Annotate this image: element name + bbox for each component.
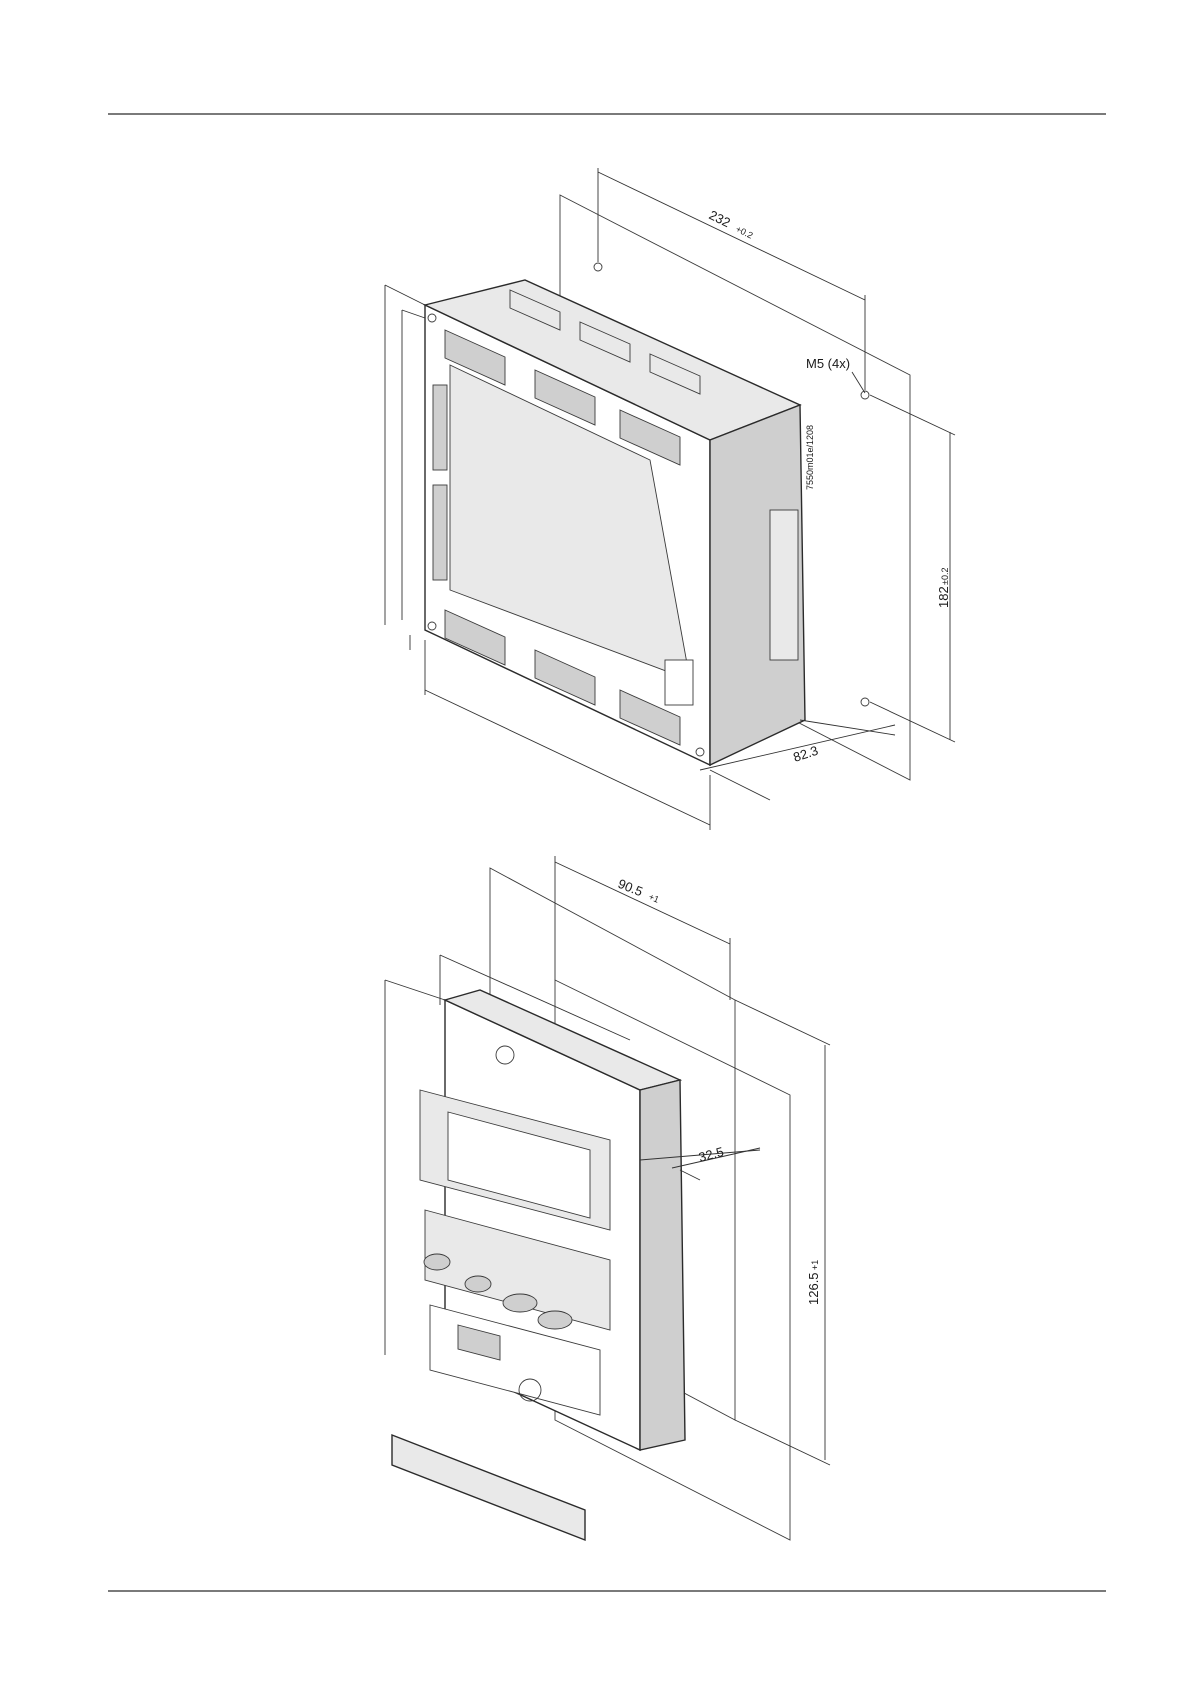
dim-126-5-tolerance: +1 <box>810 1260 820 1270</box>
controller-unit-drawing: 232 +0.2 M5 (4x) 182 ±0.2 82.3 7550m01e/… <box>385 168 955 830</box>
mounting-hole-label: M5 (4x) <box>806 356 850 371</box>
dim-182-tolerance: ±0.2 <box>940 568 950 585</box>
dim-32-5-label: 32.5 <box>697 1144 725 1165</box>
keypad-button-1 <box>424 1254 450 1270</box>
dim-232-tolerance: +0.2 <box>734 224 754 241</box>
drawing-id: 7550m01e/1208 <box>805 425 815 490</box>
keypad-button-3 <box>503 1294 537 1312</box>
dim-182-label: 182 <box>936 586 951 608</box>
keypad-button-4 <box>538 1311 572 1329</box>
dim-126-5-label: 126.5 <box>806 1272 821 1305</box>
dim-232-label: 232 <box>707 207 733 230</box>
keypad-button-2 <box>465 1276 491 1292</box>
dim-90-5-tolerance: +1 <box>647 892 660 905</box>
dim-90-5-label: 90.5 <box>616 876 645 899</box>
display-unit-drawing: 90.5 +1 32.5 126.5 +1 <box>385 856 830 1540</box>
display-housing-side <box>640 1080 685 1450</box>
side-label-area <box>770 510 798 660</box>
hinged-cover-flap <box>392 1435 585 1540</box>
dim-82-3-label: 82.3 <box>791 743 820 765</box>
side-connector <box>665 660 693 705</box>
